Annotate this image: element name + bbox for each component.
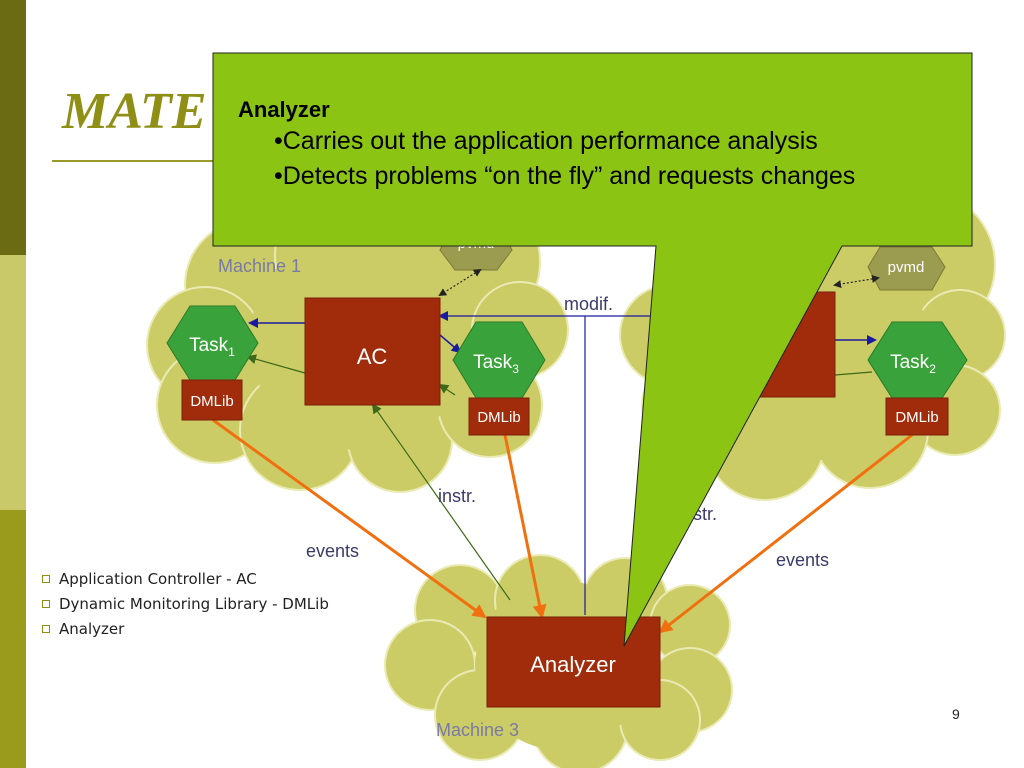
task-1-label: Task1 [189, 335, 235, 359]
dmlib-label-task-2: DMLib [895, 409, 938, 426]
sidebar-band-middle [0, 255, 26, 510]
ac-box [304, 297, 441, 406]
legend-item-ac: Application Controller - AC [42, 566, 329, 591]
legend-list: Application Controller - AC Dynamic Moni… [42, 566, 329, 641]
legend-item-label: Application Controller - AC [59, 569, 257, 588]
events-label-left: events [306, 541, 359, 561]
callout-balloon [212, 52, 973, 647]
callout-item-analysis: •Carries out the application performance… [274, 127, 818, 155]
legend-item-dmlib: Dynamic Monitoring Library - DMLib [42, 591, 329, 616]
pvmd-node-machine-2 [867, 246, 946, 291]
events-label-right: events [776, 550, 829, 570]
ac-to-task3-arrow [439, 334, 462, 354]
machine-3-label: Machine 3 [436, 720, 519, 740]
connector-lines [212, 268, 913, 634]
title-underline [52, 160, 302, 162]
task-2-label: Task2 [890, 352, 936, 376]
legend-item-label: Dynamic Monitoring Library - DMLib [59, 594, 329, 613]
task-3-label: Task3 [473, 352, 519, 376]
ac-label: AC [357, 344, 388, 369]
legend-item-label: Analyzer [59, 619, 125, 638]
page-number: 9 [952, 706, 960, 722]
sidebar-band-bottom [0, 510, 26, 768]
callout-text: Analyzer •Carries out the application pe… [238, 96, 855, 194]
instr-label-left: instr. [438, 486, 476, 506]
dmlib-box-task-1 [181, 379, 243, 421]
task2-to-ac2-line [834, 371, 873, 376]
bullet-square-icon [42, 574, 50, 583]
pvmd-label-machine-2: pvmd [888, 259, 925, 276]
slide-title: MATE [62, 83, 207, 140]
sidebar-band-top [0, 0, 26, 255]
legend-item-analyzer: Analyzer [42, 616, 329, 641]
machine-1-label: Machine 1 [218, 256, 301, 276]
instr-to-ac-arrow [371, 403, 511, 601]
modif-label: modif. [564, 294, 613, 314]
dmlib-box-task-3 [468, 397, 530, 436]
events-task1-to-analyzer [212, 418, 487, 619]
callout-item-detects: •Detects problems “on the fly” and reque… [274, 162, 856, 190]
bullet-square-icon [42, 599, 50, 608]
task3-to-ac-arrow [438, 383, 456, 396]
analyzer-label: Analyzer [530, 652, 616, 677]
pvmd-link-machine-2 [833, 275, 880, 288]
events-task3-to-analyzer [503, 434, 547, 619]
bullet-square-icon [42, 624, 50, 633]
dmlib-label-task-1: DMLib [190, 393, 233, 410]
callout-heading: Analyzer [238, 97, 330, 122]
task1-to-ac-arrow [246, 354, 306, 374]
dmlib-box-task-2 [885, 397, 949, 436]
events-task2-to-analyzer [658, 433, 913, 634]
dmlib-label-task-3: DMLib [477, 409, 520, 426]
